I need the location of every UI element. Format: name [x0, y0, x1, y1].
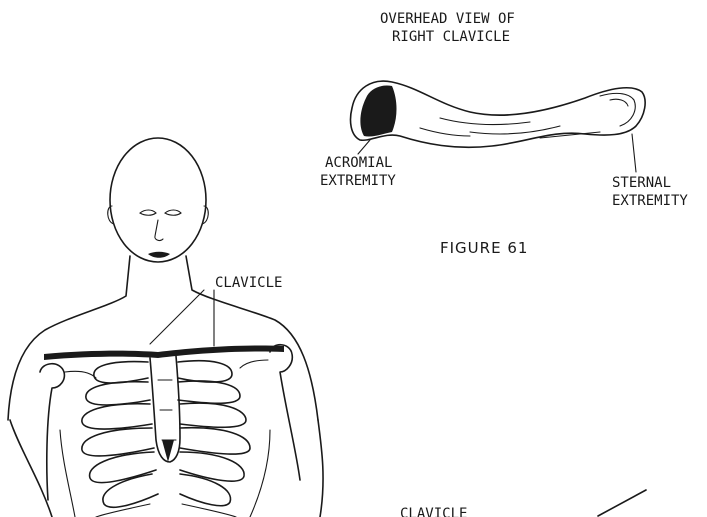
rib-cage	[82, 361, 250, 517]
figure-head	[108, 138, 209, 262]
acromial-label-line-1: ACROMIAL	[325, 156, 392, 171]
sternum	[150, 356, 180, 462]
diagram-title-line-1: OVERHEAD VIEW OF	[380, 12, 515, 27]
figure-torso-outline	[8, 256, 323, 517]
shoulder-joints	[40, 345, 300, 500]
clavicle-bar-front	[44, 290, 284, 360]
acromial-label-line-2: EXTREMITY	[320, 174, 396, 189]
clavicle-label-bottom-clip: CLAVICLE	[400, 507, 467, 517]
clavicle-label-bottom: CLAVICLE	[400, 507, 467, 517]
diagram-title-line-2: RIGHT CLAVICLE	[392, 30, 510, 45]
sternal-label-line-2: EXTREMITY	[612, 194, 688, 209]
figure-label: FIGURE 61	[440, 241, 528, 256]
sternal-label-line-1: STERNAL	[612, 176, 671, 191]
clavicle-bone-overhead	[351, 81, 646, 172]
clavicle-label: CLAVICLE	[215, 276, 282, 291]
bottom-pointer-line	[598, 490, 646, 516]
